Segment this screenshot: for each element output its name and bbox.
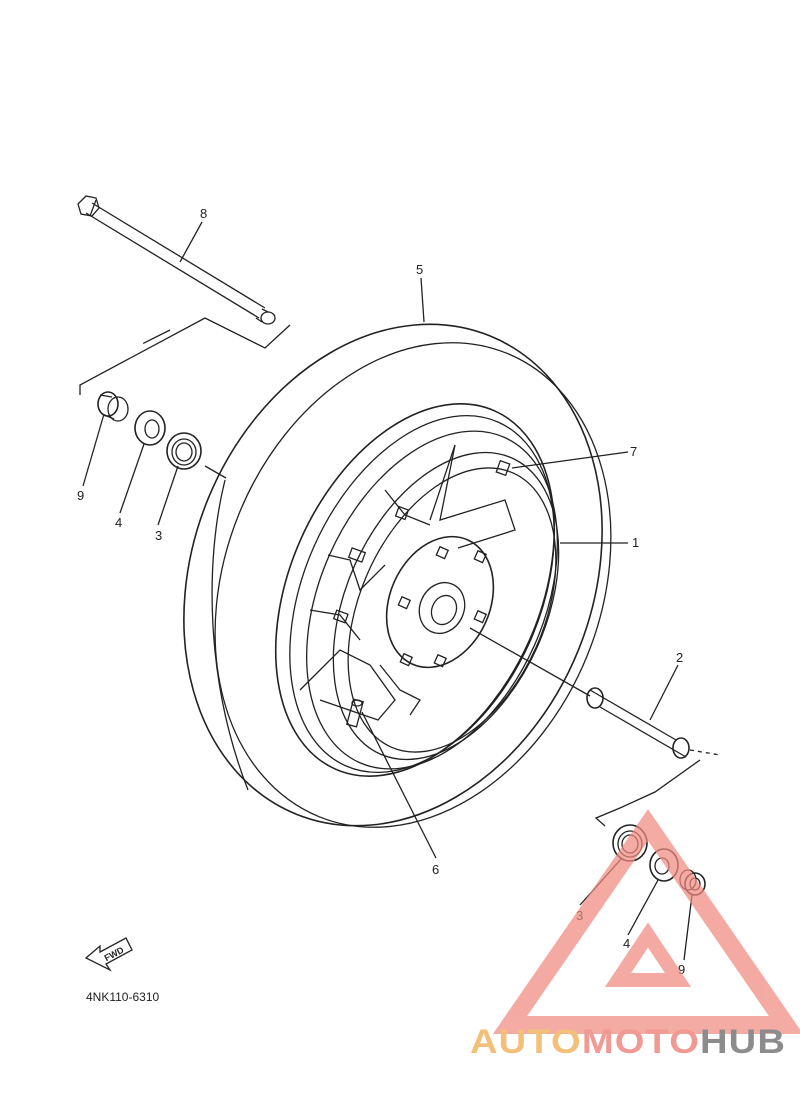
watermark-triangle-icon — [492, 809, 800, 1034]
watermark-hub: HUB — [700, 1023, 786, 1061]
wheel-spokes — [299, 444, 516, 721]
left-assembly-bracket — [79, 317, 291, 479]
wheel-hub — [385, 535, 495, 669]
callout-4-left: 4 — [115, 515, 122, 530]
callout-9-right: 9 — [678, 962, 685, 977]
rim-part-1 — [274, 403, 560, 777]
watermark-moto: MOTO — [582, 1023, 700, 1061]
fwd-label: FWD — [103, 944, 126, 963]
axis-line — [469, 627, 591, 697]
callout-labels: 8 5 7 1 2 9 4 3 6 3 4 9 — [77, 206, 685, 977]
callout-3-left: 3 — [155, 528, 162, 543]
callout-5: 5 — [416, 262, 423, 277]
callout-2: 2 — [676, 650, 683, 665]
axle-part-8 — [77, 195, 276, 325]
drawing-code: 4NK110-6310 — [86, 990, 159, 1004]
tire-part-5 — [183, 323, 612, 828]
watermark-logo — [492, 809, 800, 1034]
callout-9-left: 9 — [77, 488, 84, 503]
right-assembly-bracket — [594, 759, 701, 827]
collar-part-2 — [586, 687, 721, 759]
watermark-auto: AUTO — [470, 1023, 582, 1061]
fwd-arrow: FWD — [84, 937, 133, 972]
bearing-part-3-left — [166, 432, 202, 470]
leader-lines — [82, 221, 693, 961]
callout-1: 1 — [632, 535, 639, 550]
callout-7: 7 — [630, 444, 637, 459]
callout-8: 8 — [200, 206, 207, 221]
valve-part-6 — [346, 698, 364, 728]
oil-seal-part-4-left — [134, 410, 166, 446]
callout-4-right: 4 — [623, 936, 630, 951]
callout-6: 6 — [432, 862, 439, 877]
watermark-inner-triangle-icon — [604, 922, 692, 987]
collar-part-9-left — [97, 391, 129, 422]
